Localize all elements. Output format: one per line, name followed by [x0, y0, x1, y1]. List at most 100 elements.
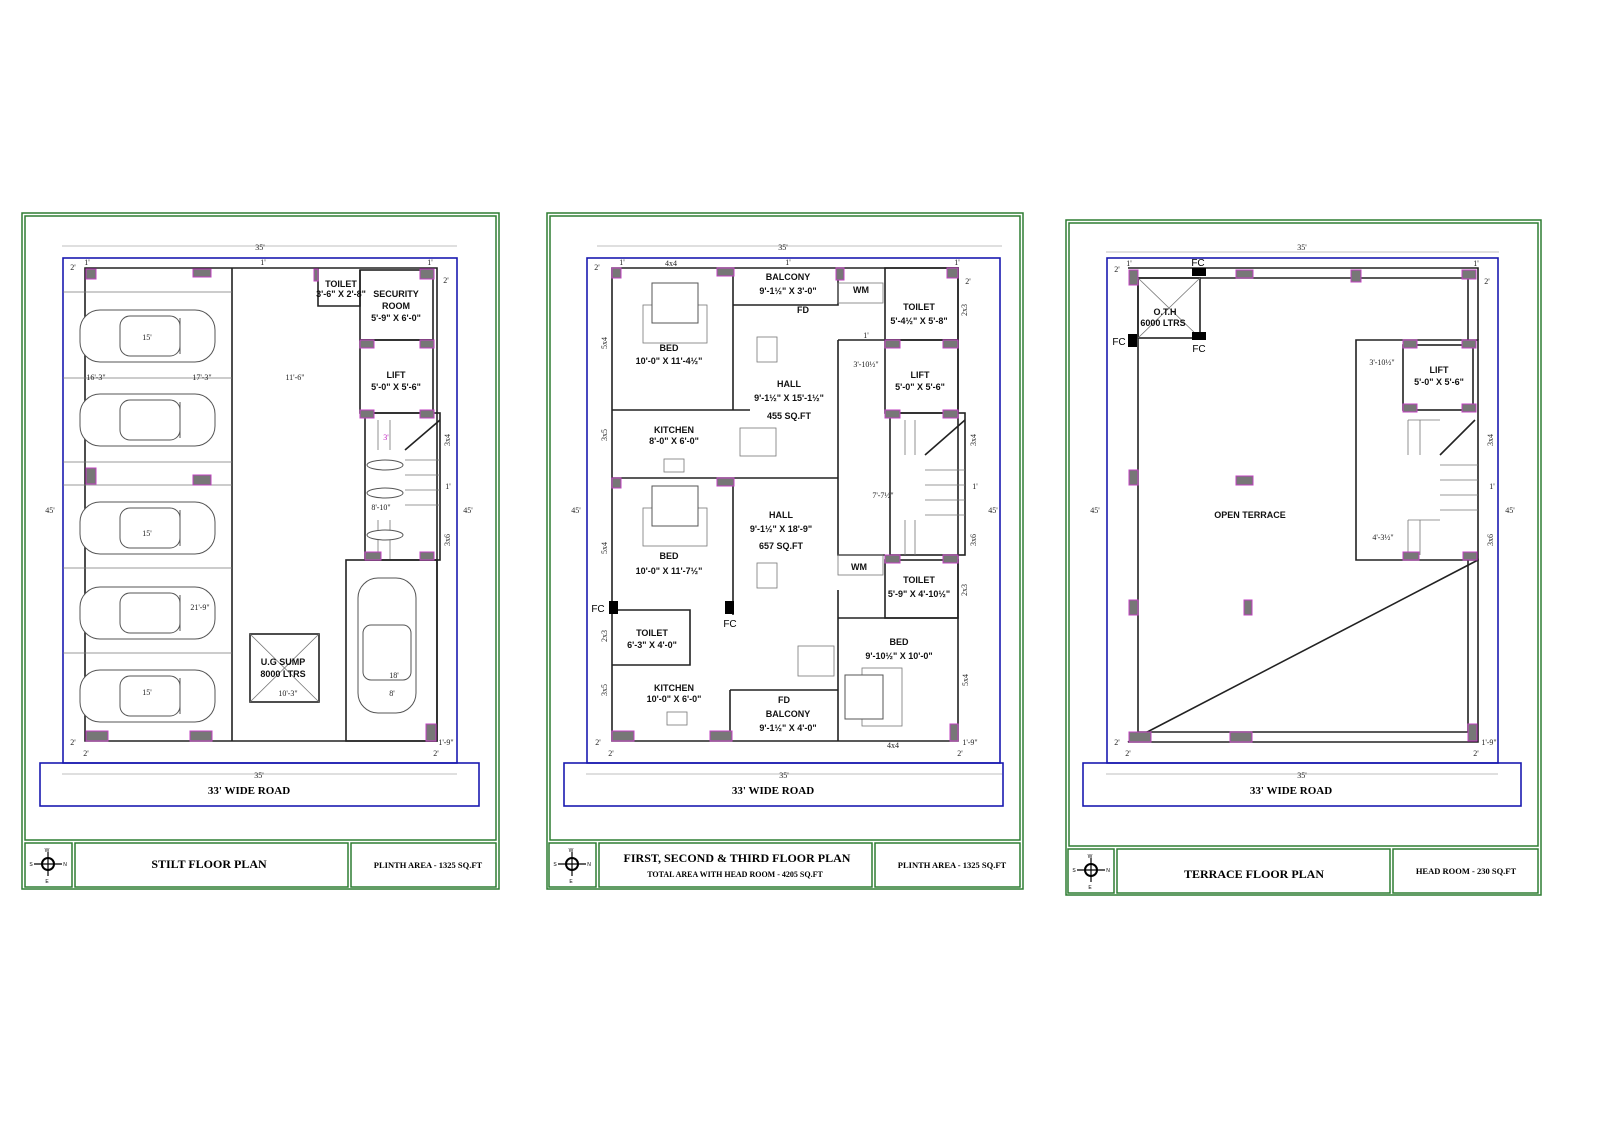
svg-text:W: W	[1088, 854, 1093, 860]
svg-text:35': 35'	[779, 771, 789, 780]
svg-text:5'-4½" X 5'-8": 5'-4½" X 5'-8"	[890, 316, 947, 326]
svg-text:FD: FD	[778, 695, 790, 705]
svg-text:2': 2'	[1473, 749, 1479, 758]
svg-text:E: E	[569, 879, 573, 885]
svg-text:FC: FC	[723, 619, 736, 630]
total-area: TOTAL AREA WITH HEAD ROOM - 4205 SQ.FT	[647, 870, 823, 879]
road-label: 33' WIDE ROAD	[1250, 785, 1332, 797]
car-icon	[79, 393, 216, 447]
svg-text:2': 2'	[1125, 749, 1131, 758]
svg-text:1': 1'	[260, 258, 266, 267]
svg-text:3x4: 3x4	[443, 434, 452, 446]
svg-text:17'-3": 17'-3"	[192, 373, 211, 382]
svg-text:FC: FC	[591, 604, 604, 615]
overhead-tank	[1137, 277, 1201, 339]
car-icon	[79, 586, 216, 640]
svg-text:9'-1½" X 15'-1½": 9'-1½" X 15'-1½"	[754, 393, 824, 403]
svg-text:10'-0" X 11'-4½": 10'-0" X 11'-4½"	[636, 356, 703, 366]
svg-text:3': 3'	[383, 433, 389, 442]
svg-text:LIFT: LIFT	[387, 370, 406, 380]
svg-text:2': 2'	[83, 749, 89, 758]
svg-text:9'-1½" X 4'-0": 9'-1½" X 4'-0"	[759, 723, 816, 733]
svg-text:FC: FC	[1112, 337, 1125, 348]
svg-text:7'-7½": 7'-7½"	[872, 491, 893, 500]
svg-text:5x4: 5x4	[600, 542, 609, 554]
svg-text:6'-3" X 4'-0": 6'-3" X 4'-0"	[627, 640, 677, 650]
svg-text:WM: WM	[851, 562, 867, 572]
ug-sump	[249, 633, 320, 703]
svg-text:16'-3": 16'-3"	[86, 373, 105, 382]
svg-text:10'-0" X 11'-7½": 10'-0" X 11'-7½"	[636, 566, 703, 576]
svg-text:2': 2'	[1484, 277, 1490, 286]
svg-text:2': 2'	[1114, 265, 1120, 274]
svg-text:TOILET: TOILET	[325, 279, 357, 289]
svg-text:1': 1'	[863, 331, 869, 340]
svg-text:5x4: 5x4	[961, 674, 970, 686]
svg-text:8'-10": 8'-10"	[371, 503, 390, 512]
svg-text:2': 2'	[594, 263, 600, 272]
plan-title: FIRST, SECOND & THIRD FLOOR PLAN	[624, 851, 851, 865]
svg-text:1': 1'	[954, 258, 960, 267]
svg-text:3x6: 3x6	[443, 534, 452, 546]
svg-text:9'-1½" X 18'-9": 9'-1½" X 18'-9"	[750, 524, 812, 534]
svg-text:2': 2'	[70, 263, 76, 272]
svg-text:35': 35'	[254, 771, 264, 780]
svg-text:5'-9" X 4'-10½": 5'-9" X 4'-10½"	[888, 589, 950, 599]
stilt-floor-sheet: 35' 45' 45' 2' 1' 1' 1' 2'	[21, 212, 500, 890]
svg-text:2': 2'	[965, 277, 971, 286]
svg-text:9'-1½" X 3'-0": 9'-1½" X 3'-0"	[759, 286, 816, 296]
svg-text:21'-9": 21'-9"	[190, 603, 209, 612]
dining-table-icon	[797, 645, 835, 677]
svg-text:SECURITY: SECURITY	[373, 289, 419, 299]
plot-boundary	[1106, 257, 1499, 764]
road	[39, 762, 480, 807]
svg-text:N: N	[1106, 868, 1110, 874]
svg-text:45': 45'	[463, 506, 473, 515]
plan-title: STILT FLOOR PLAN	[151, 857, 267, 871]
svg-text:BED: BED	[659, 551, 679, 561]
svg-text:3'-10½": 3'-10½"	[1369, 358, 1394, 367]
terrace-floor-sheet: 35' 45' 45' 2' 1' 1' 2' FC FC	[1065, 219, 1542, 896]
car-icon	[79, 501, 216, 555]
head-room	[1355, 339, 1479, 561]
svg-text:2': 2'	[433, 749, 439, 758]
svg-text:1': 1'	[619, 258, 625, 267]
svg-text:35': 35'	[1297, 771, 1307, 780]
svg-text:3x5: 3x5	[600, 429, 609, 441]
svg-text:2': 2'	[608, 749, 614, 758]
svg-text:657 SQ.FT: 657 SQ.FT	[759, 541, 804, 551]
columns	[1128, 268, 1478, 743]
svg-text:15': 15'	[142, 688, 152, 697]
svg-text:8'-0" X 6'-0": 8'-0" X 6'-0"	[649, 436, 699, 446]
svg-text:4'-3½": 4'-3½"	[1372, 533, 1393, 542]
columns	[85, 268, 437, 742]
svg-text:U.G SUMP: U.G SUMP	[261, 657, 306, 667]
svg-text:3'-10½": 3'-10½"	[853, 360, 878, 369]
svg-text:11'-6": 11'-6"	[285, 373, 304, 382]
svg-text:8': 8'	[389, 689, 395, 698]
sofa-icon	[756, 336, 778, 363]
svg-text:2': 2'	[443, 276, 449, 285]
head-room-area: HEAD ROOM - 230 SQ.FT	[1416, 866, 1517, 876]
svg-text:2': 2'	[957, 749, 963, 758]
width-dim: 35'	[255, 243, 265, 252]
fc-column	[1192, 332, 1206, 340]
svg-text:LIFT: LIFT	[911, 370, 930, 380]
svg-text:1'-9": 1'-9"	[438, 738, 453, 747]
svg-text:1': 1'	[785, 258, 791, 267]
open-terrace-label: OPEN TERRACE	[1214, 510, 1286, 520]
road	[563, 762, 1004, 807]
svg-text:KITCHEN: KITCHEN	[654, 425, 694, 435]
plinth-area: PLINTH AREA - 1325 SQ.FT	[898, 860, 1007, 870]
compass-icon: W S N E	[553, 848, 591, 885]
svg-text:3x6: 3x6	[1486, 534, 1495, 546]
svg-text:10'-3": 10'-3"	[278, 689, 297, 698]
road-label: 33' WIDE ROAD	[208, 785, 290, 797]
fc-column	[1192, 268, 1206, 276]
columns	[609, 267, 959, 742]
lift	[1402, 344, 1474, 411]
svg-text:5'-0" X 5'-6": 5'-0" X 5'-6"	[895, 382, 945, 392]
compass-icon: W S N E	[1072, 854, 1110, 891]
svg-text:1': 1'	[427, 258, 433, 267]
svg-text:1': 1'	[84, 258, 90, 267]
